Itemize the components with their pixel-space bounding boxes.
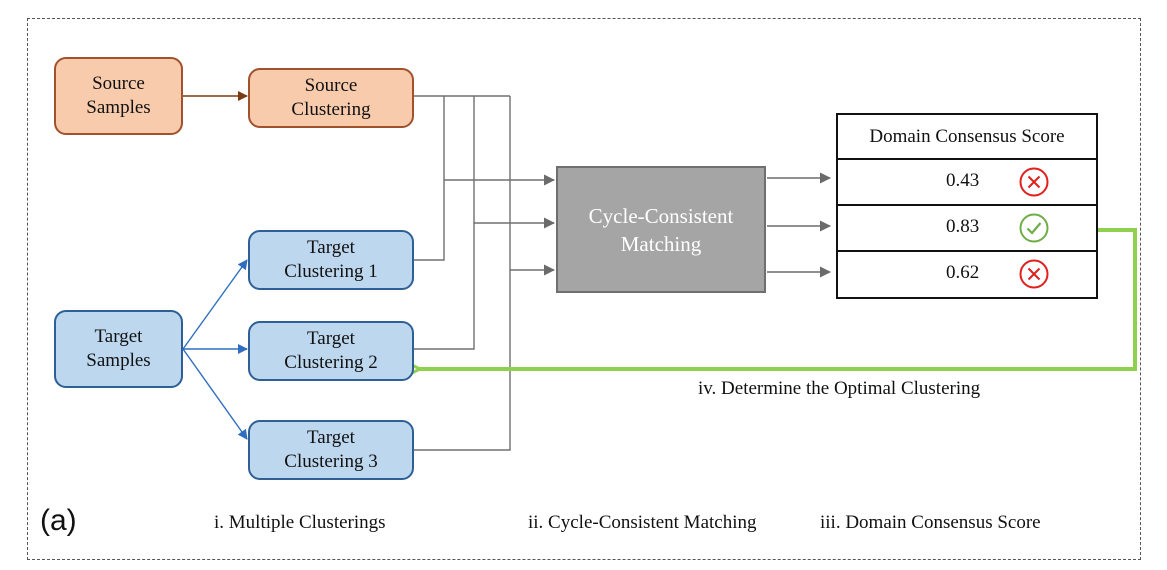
- target-clustering-2-node: Target Clustering 2: [248, 321, 414, 381]
- target-clustering-3-label: Target Clustering 3: [284, 427, 378, 472]
- target-clustering-1-label: Target Clustering 1: [284, 237, 378, 282]
- source-clustering-node: Source Clustering: [248, 68, 414, 128]
- stage-label-3: iii. Domain Consensus Score: [820, 512, 1041, 533]
- score-row-3: 0.62: [836, 250, 1098, 299]
- score-value-3: 0.62: [946, 262, 980, 283]
- cross-circle-icon: [1019, 259, 1049, 289]
- source-samples-label: Source Samples: [86, 73, 151, 118]
- target-samples-node: Target Samples: [54, 310, 183, 388]
- source-samples-node: Source Samples: [54, 57, 183, 135]
- matcher-label: Cycle-Consistent Matching: [588, 203, 734, 256]
- stage-label-1: i. Multiple Clusterings: [214, 512, 386, 533]
- check-circle-icon: [1019, 213, 1049, 243]
- target-clustering-3-node: Target Clustering 3: [248, 420, 414, 480]
- source-clustering-label: Source Clustering: [291, 75, 371, 120]
- cycle-consistent-matching-node: Cycle-Consistent Matching: [556, 166, 766, 293]
- arrow-target-samples-to-clustering-1: [182, 259, 248, 350]
- target-clustering-2-label: Target Clustering 2: [284, 328, 378, 373]
- target-samples-label: Target Samples: [86, 326, 151, 371]
- score-row-1: 0.43: [836, 158, 1098, 206]
- dashed-frame: [27, 18, 1141, 560]
- score-value-1: 0.43: [946, 170, 980, 191]
- score-row-2: 0.83: [836, 204, 1098, 252]
- feedback-label: iv. Determine the Optimal Clustering: [698, 378, 981, 399]
- matching-wires: [414, 95, 555, 451]
- stage-label-2: ii. Cycle-Consistent Matching: [528, 512, 757, 533]
- cross-circle-icon: [1019, 167, 1049, 197]
- score-table-header-label: Domain Consensus Score: [869, 125, 1065, 147]
- panel-tag: (a): [40, 504, 77, 537]
- feedback-arrow: [418, 228, 1137, 369]
- score-table-header: Domain Consensus Score: [836, 113, 1098, 160]
- arrow-target-samples-to-clustering-3: [182, 348, 248, 440]
- target-clustering-1-node: Target Clustering 1: [248, 230, 414, 290]
- score-value-2: 0.83: [946, 216, 980, 237]
